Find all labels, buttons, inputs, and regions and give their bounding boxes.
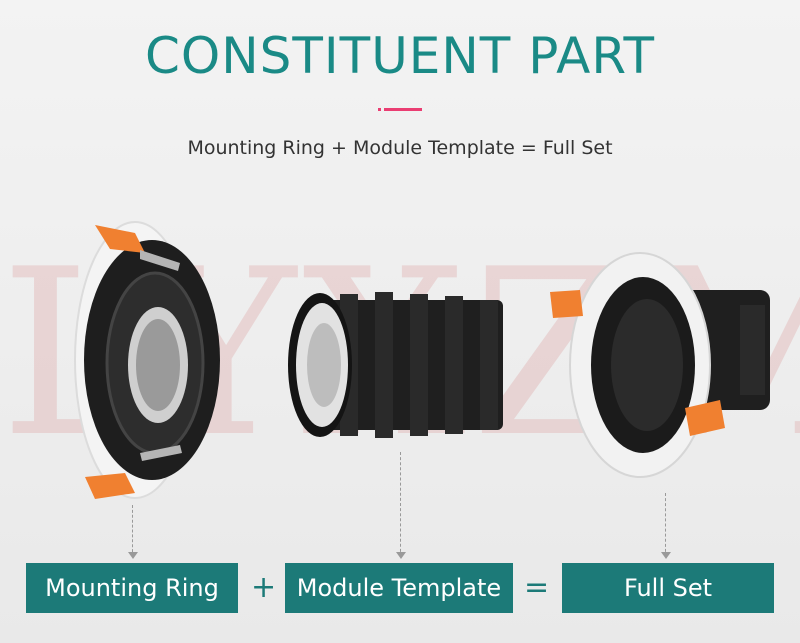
module-template-image: [288, 292, 503, 438]
mounting-ring-label: Mounting Ring: [26, 563, 238, 613]
page-subtitle: Mounting Ring + Module Template = Full S…: [187, 137, 613, 159]
full-set-image: [550, 252, 770, 478]
page-title: CONSTITUENT PART: [144, 27, 656, 85]
full-set-label: Full Set: [562, 563, 774, 613]
title-accent-divider: [378, 108, 422, 111]
module-template-arrow: [396, 452, 406, 559]
module-template-label: Module Template: [285, 563, 513, 613]
mounting-ring-arrow: [128, 505, 138, 559]
mounting-ring-image: [74, 221, 220, 499]
equals-sign: =: [524, 570, 550, 605]
plus-sign: +: [251, 570, 277, 605]
full-set-arrow: [661, 493, 671, 559]
